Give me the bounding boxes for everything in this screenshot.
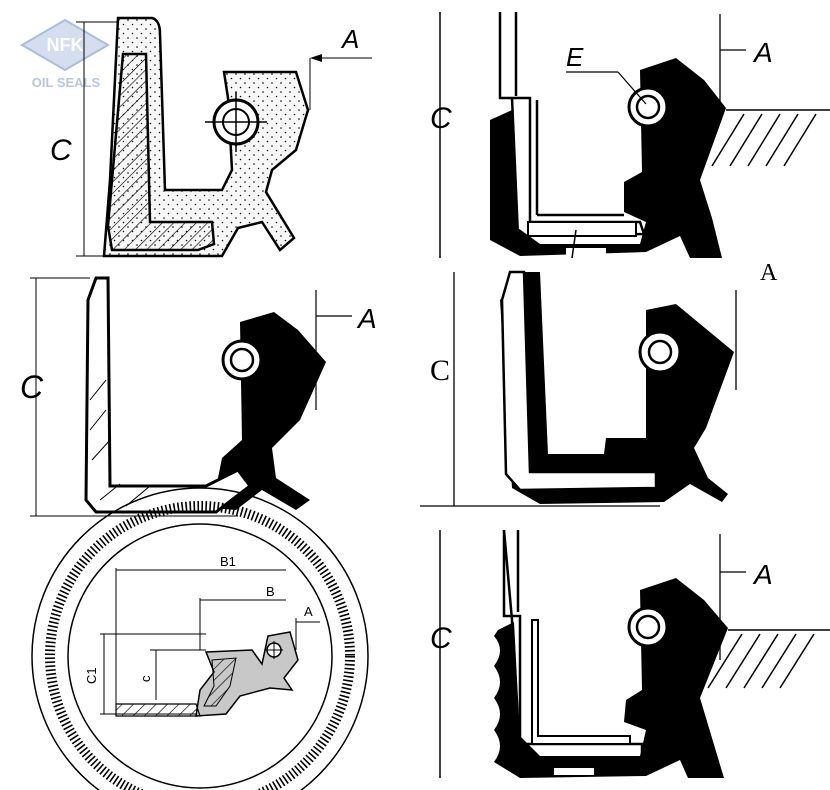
- panel-5-wheel-seal: B1 B A C1 c: [31, 487, 369, 790]
- logo-diamond: [20, 18, 110, 72]
- panel-1-seal-section: NFK OIL SEALS C A: [20, 16, 372, 258]
- dim-c-label: c: [138, 675, 153, 682]
- metal-case: [498, 12, 646, 238]
- dim-c-label: C: [430, 102, 452, 135]
- dim-a-label: A: [760, 260, 778, 286]
- metal-case: [106, 52, 216, 252]
- shaft-hatching: [711, 109, 830, 167]
- panel-4-seal-section: C A: [420, 260, 778, 507]
- rubber-lip-body: [212, 312, 326, 510]
- nfk-logo: NFK OIL SEALS: [20, 18, 110, 90]
- dim-c-label: C: [430, 354, 450, 387]
- dim-c1-label: C1: [84, 667, 99, 684]
- dim-c-label: C: [50, 134, 72, 167]
- dim-a-label: A: [752, 37, 773, 68]
- metal-case: [500, 270, 658, 492]
- panel-3-seal-section: C A: [20, 276, 377, 517]
- metal-case: [502, 529, 644, 760]
- dim-a-label: A: [752, 559, 773, 590]
- dim-b1-label: B1: [220, 554, 236, 569]
- panel-2-seal-section: C E A: [430, 12, 830, 259]
- garter-spring: [205, 92, 267, 152]
- logo-tagline-text: OIL SEALS: [32, 75, 101, 90]
- metal-case: [84, 276, 253, 514]
- dim-b-label: B: [266, 584, 275, 599]
- dim-a-label: A: [356, 303, 377, 334]
- garter-spring: [221, 339, 263, 381]
- garter-spring: [265, 641, 283, 659]
- rubber-lip-body: [500, 272, 734, 504]
- rubber-lip-body: [494, 578, 728, 778]
- shaft-hatching: [707, 629, 830, 689]
- panel-6-seal-section: C A: [430, 529, 830, 778]
- dim-e-label: E: [566, 42, 584, 72]
- garter-spring: [627, 86, 669, 128]
- garter-spring: [638, 330, 682, 374]
- dim-a-label: A: [340, 24, 359, 54]
- garter-spring: [627, 606, 669, 648]
- metal-case: [115, 703, 201, 717]
- dim-c-label: C: [430, 622, 452, 655]
- dim-c-label: C: [20, 369, 44, 405]
- dim-a-label: A: [304, 604, 313, 619]
- logo-brand-text: NFK: [47, 35, 84, 55]
